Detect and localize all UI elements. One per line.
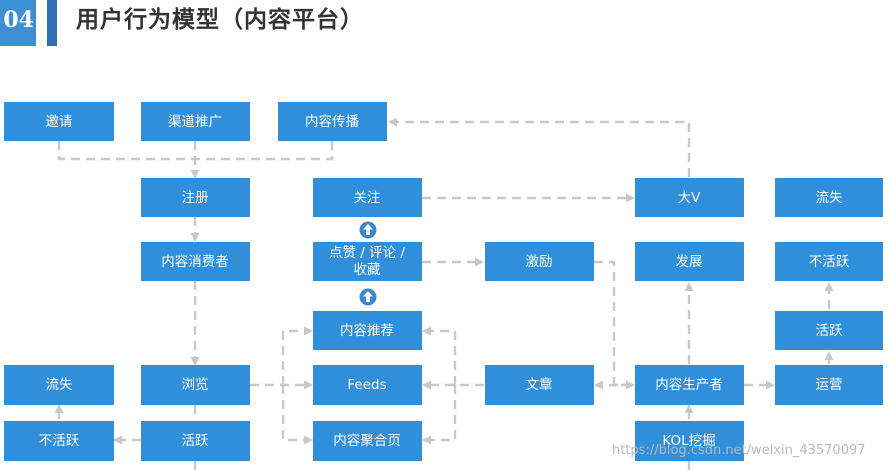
section-number-badge: 04 [0,0,36,46]
node-lost-right-label: 流失 [816,190,844,206]
node-channel: 渠道推广 [141,102,250,141]
node-aggregate: 内容聚合页 [313,421,422,461]
node-browse: 浏览 [141,365,250,405]
node-lost-left-label: 流失 [46,377,73,393]
node-recommend: 内容推荐 [313,311,422,350]
node-producer-label: 内容生产者 [655,376,723,393]
up-arrow-circle-icon [359,288,377,306]
node-invite: 邀请 [4,102,114,141]
node-inactive-left: 不活跃 [4,421,114,461]
node-follow-label: 关注 [354,190,381,206]
header-accent-bar [47,0,57,46]
node-consumer: 内容消费者 [141,242,250,281]
edge-article-to-recommend [422,326,457,385]
node-lost-right: 流失 [775,178,883,217]
page-title: 用户行为模型（内容平台） [76,7,364,33]
node-spread-label: 内容传播 [305,113,359,130]
edge-incentive-to-producer [594,260,635,390]
node-article-label: 文章 [526,376,553,393]
up-arrow-circle-icon [359,221,377,239]
node-operate: 运营 [775,365,883,405]
node-feeds: Feeds [313,365,422,405]
node-invite-label: 邀请 [46,114,73,130]
node-lost-left: 流失 [4,365,114,405]
node-incentive-label: 激励 [526,254,553,270]
node-aggregate-label: 内容聚合页 [333,432,401,449]
node-follow: 关注 [313,178,422,217]
node-kol: KOL挖掘 [635,421,744,461]
edges [54,117,834,470]
edge-browse-to-recommend [281,326,313,385]
nodes: 邀请 渠道推广 内容传播 注册 关注 大V 流失 内容 [4,102,883,461]
node-develop: 发展 [635,242,744,281]
node-browse-label: 浏览 [182,377,209,393]
node-active-right-label: 活跃 [816,323,844,339]
node-inactive-right: 不活跃 [775,242,883,281]
node-like-comment-label-line1: 点赞 / 评论 / [329,245,405,261]
node-spread: 内容传播 [278,102,387,141]
node-develop-label: 发展 [676,254,703,270]
node-incentive: 激励 [485,242,594,281]
node-kol-label: KOL挖掘 [662,433,715,449]
node-inactive-right-label: 不活跃 [809,254,850,270]
node-register: 注册 [141,178,250,217]
node-consumer-label: 内容消费者 [161,253,229,270]
node-recommend-label: 内容推荐 [340,322,394,339]
node-producer: 内容生产者 [635,365,744,405]
node-operate-label: 运营 [816,377,843,393]
node-bigv: 大V [635,178,744,217]
node-channel-label: 渠道推广 [168,114,222,130]
node-inactive-left-label: 不活跃 [39,433,80,449]
node-bigv-label: 大V [678,190,702,206]
node-active-left: 活跃 [141,421,250,461]
node-like-comment: 点赞 / 评论 / 收藏 [313,242,422,281]
edge-bigv-to-spread [388,117,691,177]
node-register-label: 注册 [182,190,209,206]
watermark: https://blog.csdn.net/weixin_43570097 [612,443,866,458]
edge-article-to-aggregate [422,385,457,445]
node-active-left-label: 活跃 [182,433,209,449]
node-like-comment-label-line2: 收藏 [354,262,381,278]
node-feeds-label: Feeds [347,377,386,393]
node-article: 文章 [485,365,594,405]
node-active-right: 活跃 [775,311,883,350]
edge-browse-to-aggregate [281,385,313,445]
